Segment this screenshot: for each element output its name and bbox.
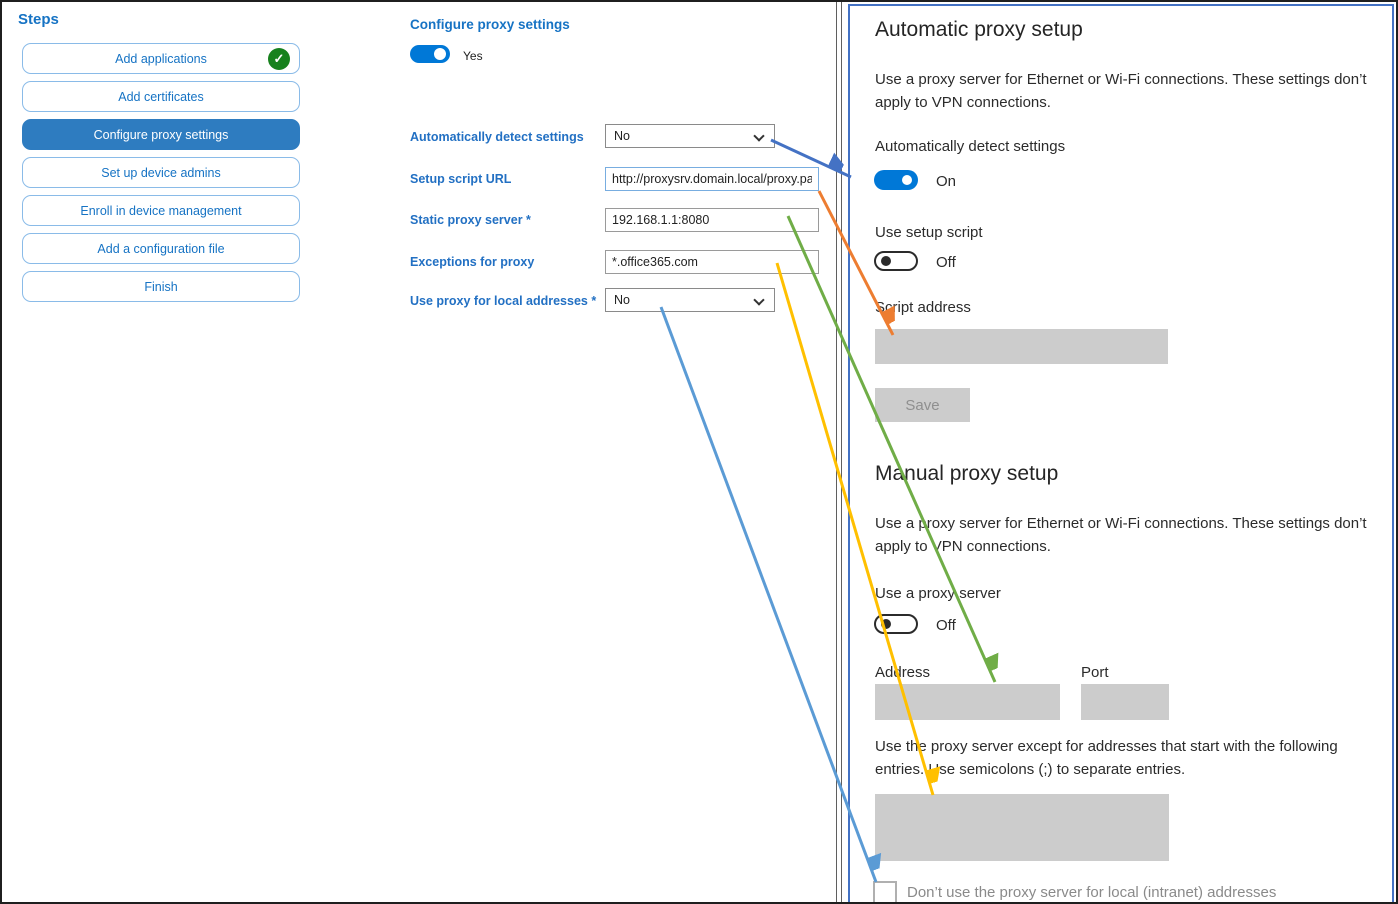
toggle-knob [881,256,891,266]
script-address-label: Script address [875,299,971,316]
step-enroll-in-device-management[interactable]: Enroll in device management [22,195,300,226]
step-label: Enroll in device management [80,203,242,218]
script-address-input[interactable] [875,329,1168,364]
step-label: Add certificates [118,89,204,104]
static-proxy-server-input[interactable] [605,208,819,232]
exceptions-for-proxy-input[interactable] [605,250,819,274]
manual-proxy-description: Use a proxy server for Ethernet or Wi-Fi… [875,515,1367,555]
steps-heading: Steps [18,11,59,28]
wizard-page-title: Configure proxy settings [410,17,570,32]
automatic-proxy-setup-heading: Automatic proxy setup [875,18,1083,41]
proxy-port-input[interactable] [1081,684,1169,720]
use-proxy-server-label: Use a proxy server [875,585,1001,602]
proxy-address-input[interactable] [875,684,1060,720]
auto-detect-toggle-state: On [936,173,957,190]
address-label: Address [875,664,931,681]
local-addresses-checkbox-label: Don’t use the proxy server for local (in… [907,884,1277,901]
configure-proxy-toggle[interactable] [410,45,450,63]
arrow-static-proxy [786,215,995,683]
step-add-certificates[interactable]: Add certificates [22,81,300,112]
step-configure-proxy-settings[interactable]: Configure proxy settings [22,119,300,150]
proxy-exceptions-textarea[interactable] [875,794,1169,861]
step-label: Add applications [115,51,207,66]
divider-line-2 [841,0,842,904]
toggle-knob [881,619,891,629]
step-label: Configure proxy settings [93,127,229,142]
toggle-knob [902,175,912,185]
check-circle-icon: ✓ [268,48,290,70]
toggle-knob [434,48,446,60]
field-label-auto-detect: Automatically detect settings [410,130,584,144]
step-set-up-device-admins[interactable]: Set up device admins [22,157,300,188]
manual-proxy-setup-heading: Manual proxy setup [875,462,1059,485]
auto-detect-toggle[interactable] [874,170,918,190]
use-setup-script-label: Use setup script [875,224,983,241]
chevron-down-icon [753,130,765,142]
chevron-down-icon [753,294,765,306]
arrow-local-addresses [659,306,876,883]
use-setup-script-toggle-state: Off [936,254,956,271]
step-finish[interactable]: Finish [22,271,300,302]
field-label-static-proxy-server: Static proxy server * [410,213,531,227]
divider-line-1 [836,0,837,904]
local-addresses-checkbox[interactable] [873,881,897,904]
proxy-exceptions-description: Use the proxy server except for addresse… [875,738,1338,778]
save-button[interactable]: Save [875,388,970,422]
auto-detect-dropdown[interactable]: No [605,124,775,148]
field-label-exceptions-for-proxy: Exceptions for proxy [410,255,535,269]
field-label-setup-script-url: Setup script URL [410,172,512,186]
use-proxy-server-toggle-state: Off [936,617,956,634]
use-proxy-local-dropdown[interactable]: No [605,288,775,312]
use-proxy-server-toggle[interactable] [874,614,918,634]
configure-proxy-toggle-label: Yes [463,49,483,63]
port-label: Port [1081,664,1109,681]
step-add-a-configuration-file[interactable]: Add a configuration file [22,233,300,264]
step-label: Set up device admins [101,165,221,180]
dropdown-value: No [614,129,630,143]
step-label: Finish [144,279,178,294]
step-label: Add a configuration file [97,241,225,256]
dropdown-value: No [614,293,630,307]
auto-detect-settings-label: Automatically detect settings [875,138,1066,155]
automatic-proxy-description: Use a proxy server for Ethernet or Wi-Fi… [875,71,1367,111]
use-setup-script-toggle[interactable] [874,251,918,271]
step-add-applications[interactable]: Add applications ✓ [22,43,300,74]
setup-script-url-input[interactable] [605,167,819,191]
field-label-use-proxy-local: Use proxy for local addresses * [410,294,597,308]
